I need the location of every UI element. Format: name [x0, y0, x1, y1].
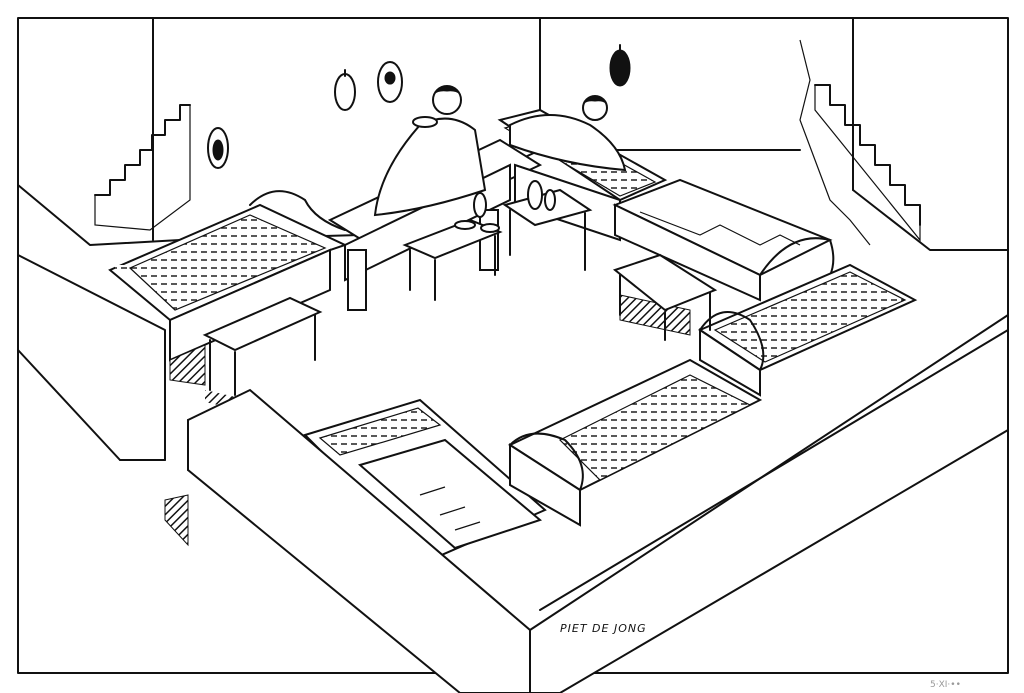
- artist-signature: PIET DE JONG: [560, 622, 647, 635]
- couch-right-back: [612, 178, 835, 336]
- couch-back-left: [108, 190, 348, 386]
- couch-front-right: [507, 358, 763, 527]
- wall-vase-4: [609, 44, 631, 87]
- right-staircase: [814, 84, 921, 242]
- date-stamp: 5·XI·••: [930, 680, 961, 690]
- couch-front-left: [303, 398, 547, 562]
- wall-vase-3: [377, 61, 403, 103]
- table-center: [402, 218, 503, 301]
- wall-vase-1: [207, 127, 229, 169]
- couch-right-front: [697, 263, 918, 397]
- reclining-figure-bearded: [373, 85, 487, 217]
- table-vessels: [454, 180, 556, 233]
- front-cut-wall: [164, 313, 1009, 693]
- table-left: [202, 296, 323, 410]
- reclining-figure-second: [509, 95, 627, 172]
- table-right: [612, 253, 718, 341]
- wall-vase-2: [334, 69, 356, 111]
- left-staircase: [94, 104, 191, 231]
- left-platform: [17, 254, 166, 461]
